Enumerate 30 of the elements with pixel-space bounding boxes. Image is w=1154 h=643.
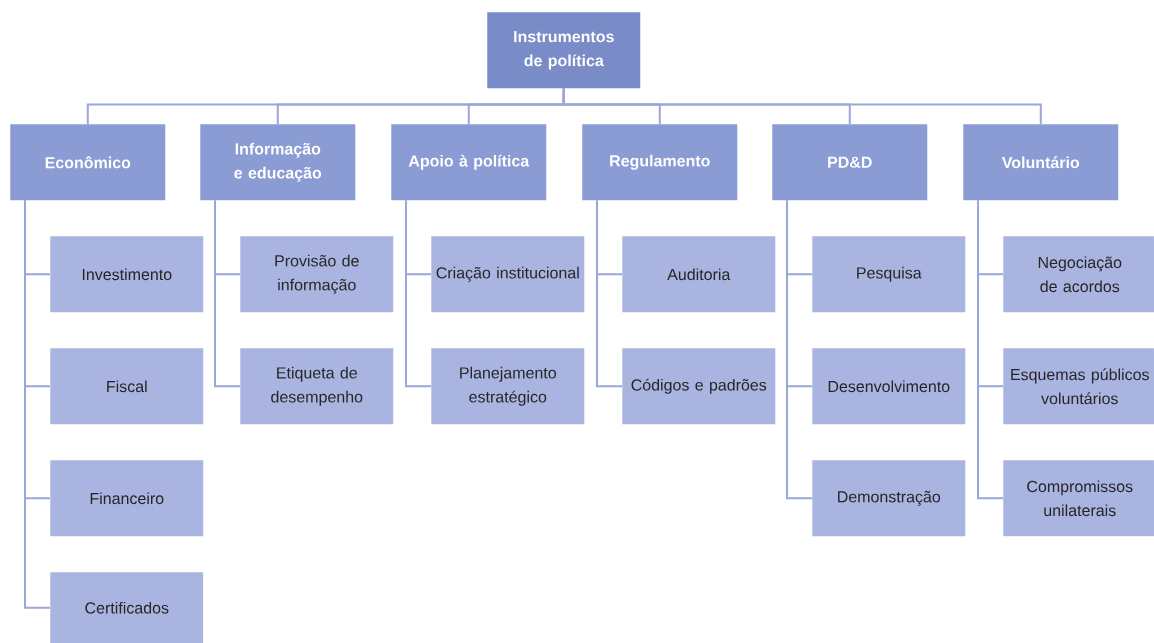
item-box: Esquemas públicos voluntários: [1003, 348, 1154, 425]
category-box: PD&D: [772, 124, 928, 201]
connector-line: [786, 199, 813, 500]
item-box: Pesquisa: [812, 236, 966, 313]
item-box: Fiscal: [50, 348, 204, 425]
category-box: Voluntário: [963, 124, 1119, 201]
connector-line: [562, 87, 1042, 125]
connector-line: [24, 199, 51, 609]
item-box: Etiqueta de desempenho: [240, 348, 394, 425]
item-box: Investimento: [50, 236, 204, 313]
connector-line: [596, 199, 623, 388]
connector-line: [214, 199, 241, 388]
item-box: Códigos e padrões: [622, 348, 776, 425]
category-box: Econômico: [10, 124, 166, 201]
item-box: Provisão de informação: [240, 236, 394, 313]
item-box: Criação institucional: [431, 236, 585, 313]
category-box: Informação e educação: [200, 124, 356, 201]
item-box: Certificados: [50, 572, 204, 643]
item-box: Auditoria: [622, 236, 776, 313]
category-box: Apoio à política: [391, 124, 547, 201]
item-box: Demonstração: [812, 460, 966, 537]
item-box: Desenvolvimento: [812, 348, 966, 425]
connector-line: [405, 199, 432, 388]
item-box: Financeiro: [50, 460, 204, 537]
connector-line: [977, 199, 1004, 500]
item-box: Negociação de acordos: [1003, 236, 1154, 313]
root-box: Instrumentos de política: [487, 12, 641, 89]
category-box: Regulamento: [582, 124, 738, 201]
item-box: Compromissos unilaterais: [1003, 460, 1154, 537]
item-box: Planejamento estratégico: [431, 348, 585, 425]
